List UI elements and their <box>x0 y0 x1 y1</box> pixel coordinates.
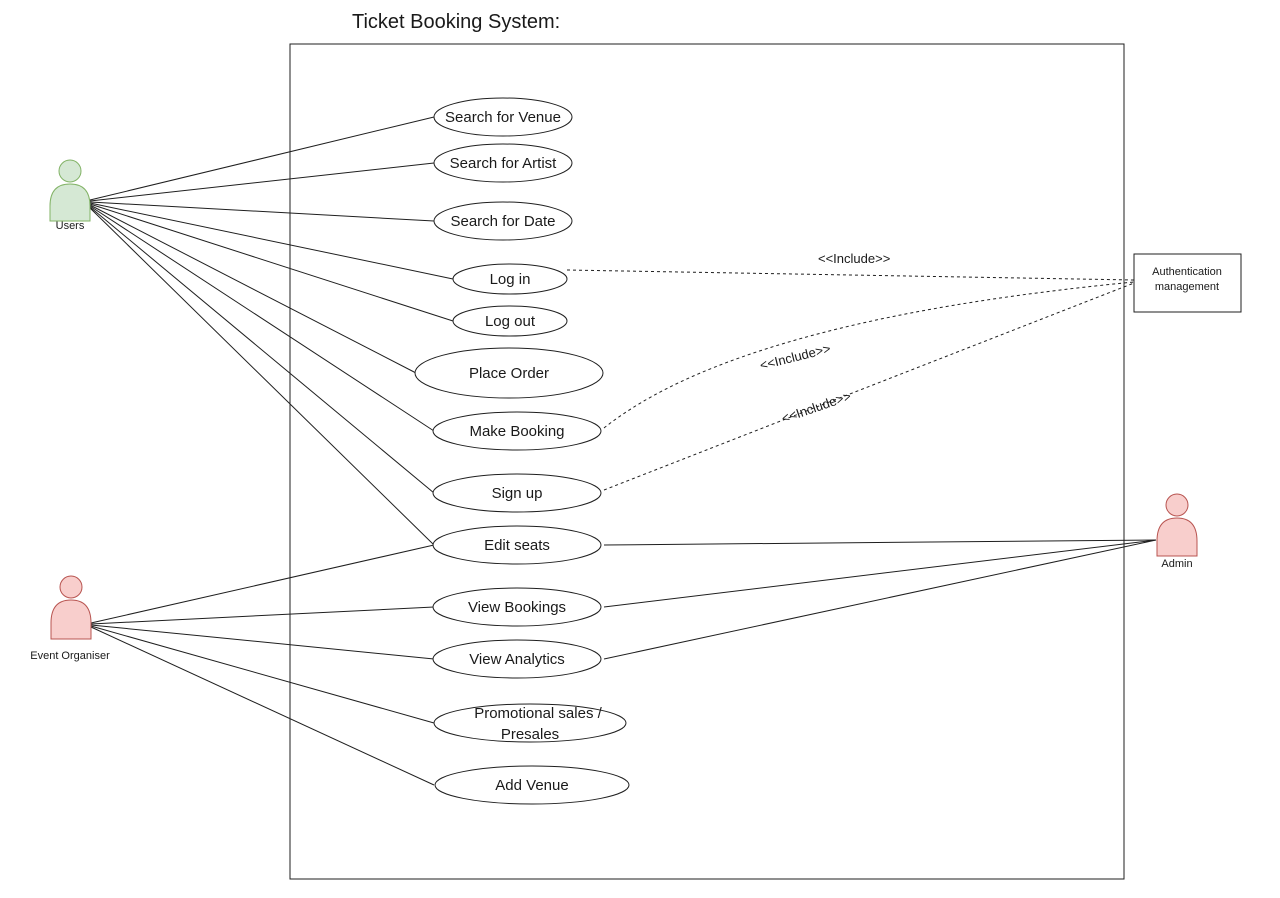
include-label-login: <<Include>> <box>818 251 890 266</box>
users-associations <box>89 116 454 546</box>
actor-head <box>1165 493 1189 517</box>
actor-body <box>49 183 91 222</box>
actor-label: Event Organiser <box>30 650 110 662</box>
include-booking-auth <box>603 281 1135 429</box>
assoc-users-log-out <box>89 203 454 322</box>
use-case-ellipse <box>432 587 602 627</box>
use-case-ellipse <box>433 143 573 183</box>
use-case-label: Log in <box>490 271 531 288</box>
assoc-organiser-view-analytics <box>90 624 435 660</box>
person-icon <box>49 159 91 222</box>
person-icon <box>50 575 92 640</box>
use-case-ellipse <box>432 525 602 565</box>
assoc-organiser-view-bookings <box>90 606 435 625</box>
use-case-log-in[interactable]: Log in <box>452 263 568 295</box>
use-case-label: Edit seats <box>484 537 550 554</box>
use-case-ellipse <box>432 473 602 513</box>
assoc-organiser-promo <box>90 625 435 724</box>
use-case-log-out[interactable]: Log out <box>452 305 568 337</box>
authentication-management-rect <box>1133 253 1242 313</box>
use-case-view-bookings[interactable]: View Bookings <box>432 587 602 627</box>
use-case-search-venue[interactable]: Search for Venue <box>433 97 573 137</box>
use-case-label-line1: Promotional sales / <box>474 705 602 722</box>
actor-label: Users <box>56 220 85 232</box>
organiser-associations <box>90 544 435 786</box>
assoc-users-search-artist <box>89 162 435 202</box>
assoc-admin-view-bookings <box>603 539 1157 608</box>
use-case-ellipse <box>433 703 627 743</box>
person-icon <box>1156 493 1198 557</box>
use-case-ellipse <box>433 201 573 241</box>
include-dependencies <box>566 269 1135 491</box>
use-case-ellipse <box>434 765 630 805</box>
use-case-label: Log out <box>485 313 536 330</box>
assoc-organiser-edit-seats <box>90 544 435 624</box>
use-case-label: Place Order <box>469 365 549 382</box>
use-case-ellipse <box>432 411 602 451</box>
actor-event-organiser[interactable]: Event Organiser <box>30 575 110 662</box>
use-case-label: Search for Date <box>450 213 555 230</box>
use-case-label: View Analytics <box>469 651 565 668</box>
use-case-label-line2: Presales <box>501 726 559 743</box>
use-case-label: Make Booking <box>469 423 564 440</box>
use-case-search-artist[interactable]: Search for Artist <box>433 143 573 183</box>
use-case-add-venue[interactable]: Add Venue <box>434 765 630 805</box>
use-case-sign-up[interactable]: Sign up <box>432 473 602 513</box>
actor-body <box>50 599 92 640</box>
use-case-edit-seats[interactable]: Edit seats <box>432 525 602 565</box>
use-case-ellipse <box>414 347 604 399</box>
use-case-ellipse <box>433 97 573 137</box>
use-case-label: View Bookings <box>468 599 566 616</box>
assoc-users-search-venue <box>89 116 435 201</box>
use-case-label: Sign up <box>492 485 543 502</box>
authentication-management-line2: management <box>1155 281 1219 293</box>
use-case-ellipse <box>452 305 568 337</box>
use-case-label: Add Venue <box>495 777 568 794</box>
assoc-users-place-order <box>89 204 417 374</box>
assoc-admin-view-analytics <box>603 539 1157 660</box>
actor-label: Admin <box>1161 558 1192 570</box>
authentication-management-box[interactable]: Authentication management <box>1133 253 1242 313</box>
authentication-management-line1: Authentication <box>1152 266 1222 278</box>
assoc-admin-edit-seats <box>603 539 1157 546</box>
use-case-ellipse <box>452 263 568 295</box>
use-case-promotional-sales[interactable]: Promotional sales / Presales <box>433 703 627 743</box>
actor-body <box>1156 517 1198 557</box>
assoc-users-edit-seats <box>89 207 435 546</box>
use-case-search-date[interactable]: Search for Date <box>433 201 573 241</box>
assoc-users-log-in <box>89 202 454 280</box>
use-case-make-booking[interactable]: Make Booking <box>432 411 602 451</box>
actor-admin[interactable]: Admin <box>1156 493 1198 570</box>
assoc-organiser-add-venue <box>90 626 435 786</box>
system-boundary <box>289 43 1125 880</box>
assoc-users-sign-up <box>89 206 435 494</box>
admin-associations <box>603 539 1157 660</box>
actor-head <box>58 159 82 183</box>
actor-users[interactable]: Users <box>49 159 91 232</box>
use-case-label: Search for Venue <box>445 109 561 126</box>
include-signup-auth <box>603 282 1135 491</box>
use-case-view-analytics[interactable]: View Analytics <box>432 639 602 679</box>
use-case-label: Search for Artist <box>450 155 558 172</box>
assoc-users-search-date <box>89 201 435 222</box>
include-login-auth <box>566 269 1135 281</box>
assoc-users-make-booking <box>89 205 435 432</box>
use-case-ellipse <box>432 639 602 679</box>
use-case-place-order[interactable]: Place Order <box>414 347 604 399</box>
actor-head <box>59 575 83 599</box>
diagram-title: Ticket Booking System: <box>352 11 560 33</box>
